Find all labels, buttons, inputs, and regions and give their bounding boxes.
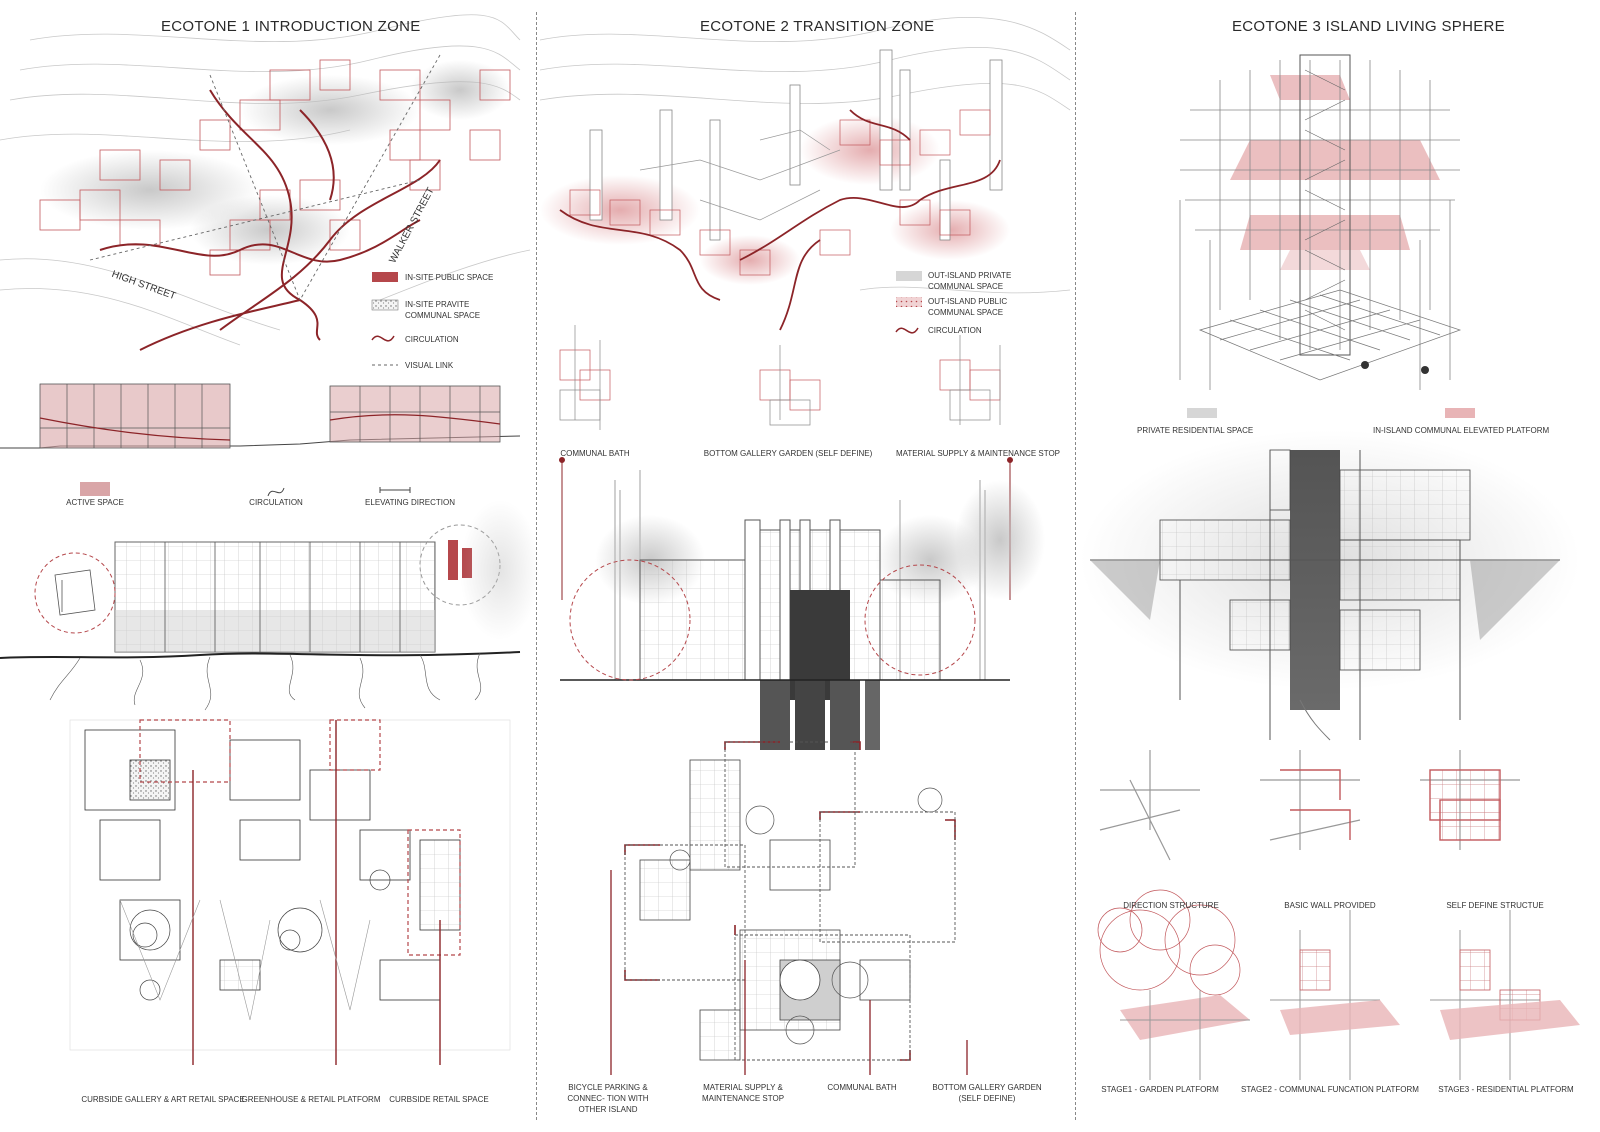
- column1-title: ECOTONE 1 INTRODUCTION ZONE: [161, 18, 421, 35]
- section-legend-circulation: CIRCULATION: [249, 498, 303, 507]
- plan-label-curbside-retail: CURBSIDE RETAIL SPACE: [389, 1095, 489, 1104]
- plan-label-greenhouse: GREENHOUSE & RETAIL PLATFORM: [241, 1095, 381, 1104]
- column2-title: ECOTONE 2 TRANSITION ZONE: [700, 18, 935, 35]
- axon-label-gallery-garden: BOTTOM GALLERY GARDEN (SELF DEFINE): [703, 449, 873, 458]
- elevation-drawing-2: [559, 457, 1045, 750]
- legend-icon-circulation: [371, 335, 395, 342]
- stage-label-residential: STAGE3 - RESIDENTIAL PLATFORM: [1438, 1085, 1574, 1094]
- legend-swatch-communal-platform: [1445, 408, 1475, 418]
- legend-swatch-active: [80, 482, 110, 496]
- plan-label-material-supply: MATERIAL SUPPLY & MAINTENANCE STOP: [701, 1083, 785, 1103]
- plan-label-gallery-garden: BOTTOM GALLERY GARDEN (SELF DEFINE): [932, 1083, 1042, 1103]
- legend-label-private-residential: PRIVATE RESIDENTIAL SPACE: [1137, 426, 1254, 435]
- legend-label-public: IN-SITE PUBLIC SPACE: [405, 273, 494, 282]
- plan-label-communal-bath: COMMUNAL BATH: [827, 1083, 897, 1092]
- legend-label-private: IN-SITE PRAVITE COMMUNAL SPACE: [405, 300, 481, 320]
- stage-label-garden: STAGE1 - GARDEN PLATFORM: [1101, 1085, 1219, 1094]
- axon-label-communal-bath: COMMUNAL BATH: [560, 449, 630, 458]
- plan-drawing-1: [69, 719, 511, 1065]
- section-drawing-3: [1080, 430, 1580, 741]
- legend-label-circulation-2: CIRCULATION: [928, 326, 982, 335]
- axon-label-material-supply: MATERIAL SUPPLY & MAINTENANCE STOP: [895, 449, 1061, 458]
- legend-icon-circulation-2: [895, 327, 919, 334]
- site-axonometric-2: [539, 17, 1071, 331]
- structure-label-self-define: SELF DEFINE STRUCTUE: [1446, 901, 1544, 910]
- legend-label-visual-link: VISUAL LINK: [405, 361, 454, 370]
- axon-mini-diagrams: [559, 325, 1001, 430]
- structure-axons: [1099, 750, 1520, 861]
- stage-diagrams: [1097, 889, 1580, 1080]
- stage-label-communal: STAGE2 - COMMUNAL FUNCATION PLATFORM: [1241, 1085, 1419, 1094]
- legend-label-out-private: OUT-ISLAND PRIVATE COMMUNAL SPACE: [928, 271, 1012, 291]
- legend-swatch-private-residential: [1187, 408, 1217, 418]
- legend-swatch-out-public: [896, 297, 922, 307]
- legend-label-communal-platform: IN-ISLAND COMMUNAL ELEVATED PLATFORM: [1373, 426, 1550, 435]
- section-legend-active: ACTIVE SPACE: [66, 498, 124, 507]
- site-axonometric-1: [0, 14, 531, 351]
- structure-label-basic-wall: BASIC WALL PROVIDED: [1284, 901, 1376, 910]
- section-diagram-1: [0, 383, 521, 449]
- column3-title: ECOTONE 3 ISLAND LIVING SPHERE: [1232, 18, 1505, 35]
- legend-swatch-public: [372, 272, 398, 282]
- structure-label-direction: DIRECTION STRUCTURE: [1123, 901, 1219, 910]
- legend-icon-section-circulation: [267, 487, 285, 497]
- legend-label-circulation: CIRCULATION: [405, 335, 459, 344]
- legend-swatch-private: [371, 299, 399, 311]
- section-legend-elevating: ELEVATING DIRECTION: [365, 498, 455, 507]
- column-divider-right: [1075, 12, 1076, 1120]
- axonometric-tower-3: [1179, 54, 1462, 390]
- plan-label-curbside-gallery: CURBSIDE GALLERY & ART RETAIL SPACE: [81, 1095, 245, 1104]
- plan-label-bicycle-parking: BICYCLE PARKING & CONNEC- TION WITH OTHE…: [567, 1083, 649, 1114]
- legend-label-out-public: OUT-ISLAND PUBLIC COMMUNAL SPACE: [928, 297, 1008, 317]
- plan-drawing-2: [610, 741, 968, 1075]
- elevation-drawing-1: [0, 500, 540, 711]
- legend-icon-elevating: [379, 487, 411, 493]
- legend-swatch-out-private: [896, 271, 922, 281]
